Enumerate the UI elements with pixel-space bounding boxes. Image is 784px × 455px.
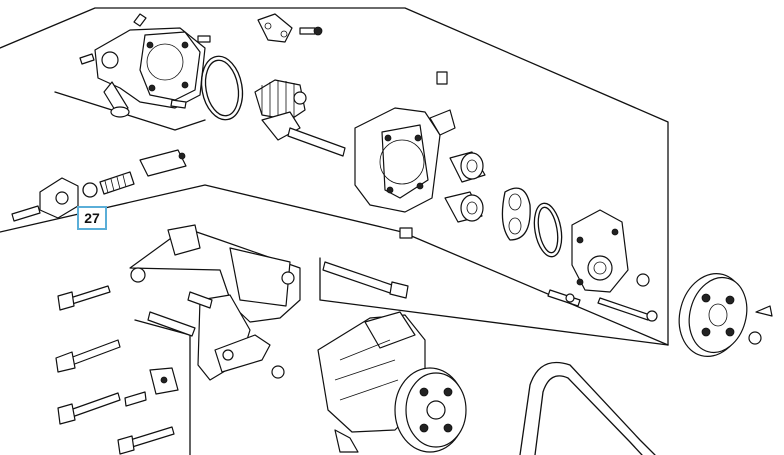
pump-pulley: [678, 272, 773, 358]
drive-belt: [519, 361, 656, 455]
bushing-lower: [444, 191, 484, 223]
cover-plate-top: [257, 13, 323, 43]
flow-control-valve: [99, 149, 187, 195]
pump-rear-housing: [94, 27, 206, 118]
pump-front-cover: [571, 209, 629, 293]
adjusting-plate: [124, 365, 285, 407]
dowel-pins: [399, 71, 448, 239]
oval-o-ring: [533, 202, 563, 258]
bushing-upper: [449, 151, 486, 183]
valve-cap-housing: [11, 177, 98, 222]
rotor-gear-shaft: [254, 79, 346, 157]
pump-mounting-bracket: [129, 224, 301, 381]
long-bolts: [55, 261, 409, 455]
pump-main-body: [354, 107, 456, 213]
power-steering-pump-assembly: [317, 311, 467, 453]
figure-eight-seal: [501, 187, 531, 241]
callout-label: 27: [77, 206, 107, 230]
cover-bolts: [547, 273, 658, 322]
small-bolts-top: [79, 13, 211, 109]
o-ring-large: [200, 55, 244, 121]
